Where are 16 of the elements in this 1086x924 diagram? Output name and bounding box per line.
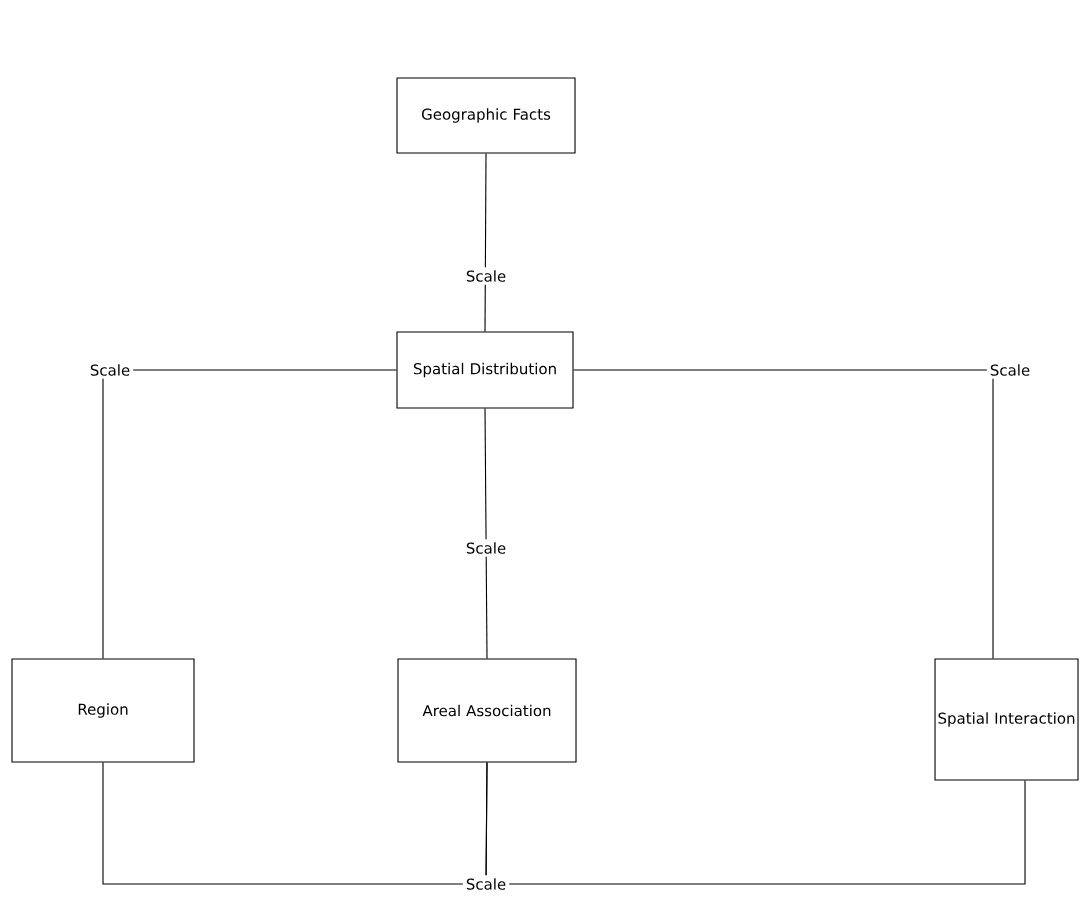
edge-label: Scale — [462, 539, 510, 557]
connector-line — [484, 153, 487, 332]
edge-label: Scale — [86, 361, 134, 379]
box: Areal Association — [397, 658, 577, 763]
box: Geographic Facts — [396, 77, 576, 154]
box: Spatial Interaction — [934, 658, 1079, 781]
connector-line — [102, 369, 397, 659]
connector-line — [573, 369, 994, 659]
connector-line — [102, 762, 488, 885]
edge-label: Scale — [462, 267, 510, 285]
connector-line — [484, 408, 488, 659]
edge-label: Scale — [986, 361, 1034, 379]
connector-line — [485, 762, 1026, 885]
box: Spatial Distribution — [396, 331, 574, 409]
box: Region — [11, 658, 195, 763]
edge-label: Scale — [462, 875, 510, 893]
